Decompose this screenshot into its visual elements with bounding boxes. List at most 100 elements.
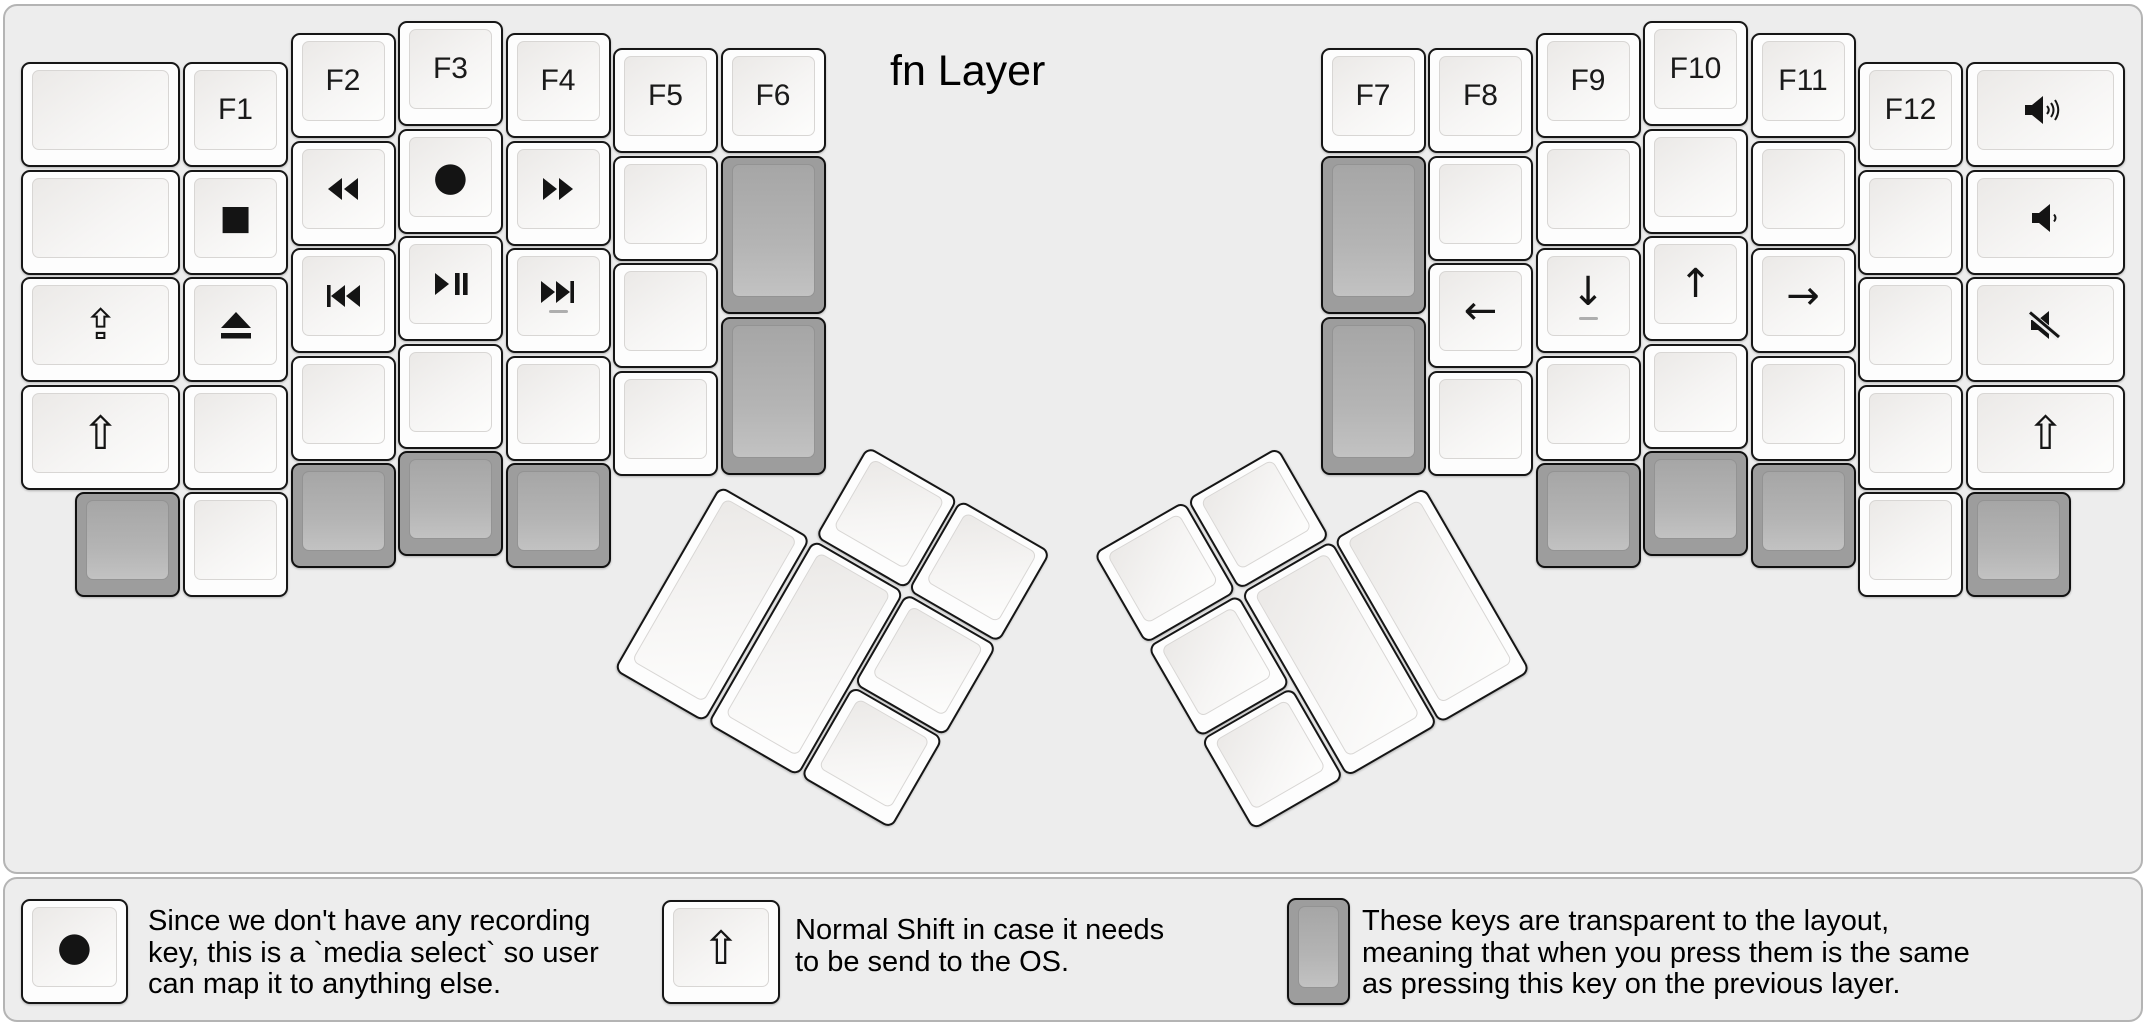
keycap-surface (1654, 459, 1737, 539)
key-transparent[interactable] (75, 492, 180, 597)
key-arrow-up[interactable]: ↑ (1643, 236, 1748, 341)
keycap-surface (301, 471, 385, 551)
keycap-surface (1761, 471, 1845, 551)
key-blank[interactable] (1535, 140, 1641, 246)
keycap-surface (731, 324, 815, 458)
key-blank[interactable] (1643, 343, 1748, 449)
key-transparent[interactable] (720, 155, 826, 314)
key-f10[interactable]: F10 (1643, 21, 1748, 126)
key-transparent[interactable] (1750, 463, 1856, 568)
key-blank[interactable] (1858, 169, 1963, 275)
key-legend-text: F4 (540, 64, 576, 97)
key-arrow-left[interactable]: ← (1428, 263, 1533, 368)
key-f9[interactable]: F9 (1535, 33, 1641, 138)
keycap-surface: → (1761, 256, 1845, 336)
key-blank[interactable] (183, 384, 288, 490)
keycap-surface: F7 (1331, 56, 1415, 136)
key-f7[interactable]: F7 (1320, 48, 1426, 153)
key-blank[interactable] (613, 263, 718, 368)
key-f12[interactable]: F12 (1858, 62, 1963, 167)
key-blank[interactable] (1858, 492, 1963, 597)
legend-key-record[interactable]: ● (21, 899, 128, 1004)
key-f11[interactable]: F11 (1750, 33, 1856, 138)
key-transparent[interactable] (1966, 492, 2071, 597)
keycap-surface: ⇧ (1977, 392, 2114, 473)
key-record[interactable]: ● (398, 128, 503, 234)
key-blank[interactable] (21, 169, 180, 275)
key-play-pause[interactable] (398, 236, 503, 341)
key-transparent[interactable] (290, 463, 396, 568)
key-blank[interactable] (1643, 128, 1748, 234)
key-f1[interactable]: F1 (183, 62, 288, 167)
key-shift-left[interactable]: ⇧ (21, 384, 180, 490)
legend-line: can map it to anything else. (148, 968, 502, 1000)
keycap-surface: F2 (301, 41, 385, 121)
keycap-surface: ● (409, 136, 492, 217)
key-f4[interactable]: F4 (505, 33, 611, 138)
key-blank[interactable] (1428, 370, 1533, 476)
key-blank[interactable] (1750, 355, 1856, 461)
key-blank[interactable] (1428, 155, 1533, 261)
key-next-track[interactable] (505, 248, 611, 353)
key-transparent[interactable] (1643, 451, 1748, 556)
keycap-surface (1761, 363, 1845, 444)
keycap-surface (1977, 500, 2060, 580)
capslock-icon: ⇪ (82, 300, 119, 349)
key-eject[interactable] (183, 277, 288, 382)
key-transparent[interactable] (398, 451, 503, 556)
key-volume-down[interactable] (1966, 169, 2125, 275)
prev-icon (324, 283, 362, 309)
key-blank[interactable] (613, 155, 718, 261)
key-transparent[interactable] (720, 316, 826, 475)
key-transparent[interactable] (1535, 463, 1641, 568)
legend-key-transparent[interactable] (1287, 898, 1350, 1005)
shift-icon: ⇧ (81, 405, 120, 460)
key-blank[interactable] (1858, 277, 1963, 382)
key-fast-forward[interactable] (505, 140, 611, 246)
key-volume-up[interactable] (1966, 62, 2125, 167)
rewind-icon (325, 176, 361, 202)
key-blank[interactable] (21, 62, 180, 167)
key-mute[interactable] (1966, 277, 2125, 382)
key-prev-track[interactable] (290, 248, 396, 353)
key-blank[interactable] (1535, 355, 1641, 461)
key-rewind[interactable] (290, 140, 396, 246)
keycap-surface: F3 (409, 29, 492, 109)
underscore-legend (1578, 317, 1598, 320)
key-arrow-down[interactable]: ↓ (1535, 248, 1641, 353)
key-f3[interactable]: F3 (398, 21, 503, 126)
key-blank[interactable] (183, 492, 288, 597)
key-transparent[interactable] (1320, 316, 1426, 475)
key-legend-text: F6 (755, 79, 791, 112)
key-f2[interactable]: F2 (290, 33, 396, 138)
key-stop[interactable]: ■ (183, 169, 288, 275)
key-transparent[interactable] (1320, 155, 1426, 314)
key-blank[interactable] (1750, 140, 1856, 246)
vol-up-icon (2023, 94, 2069, 126)
keycap-surface (1439, 378, 1522, 459)
key-f8[interactable]: F8 (1428, 48, 1533, 153)
keycap-surface: ↓ (1546, 256, 1630, 336)
legend-key-shift[interactable]: ⇧ (662, 900, 780, 1004)
key-arrow-right[interactable]: → (1750, 248, 1856, 353)
key-caps-lock[interactable]: ⇪ (21, 277, 180, 382)
keycap-surface (194, 285, 277, 365)
key-blank[interactable] (613, 370, 718, 476)
key-blank[interactable] (290, 355, 396, 461)
keycap-surface (516, 148, 600, 229)
stop-icon: ■ (219, 197, 252, 238)
legend-line: meaning that when you press them is the … (1362, 936, 1970, 969)
key-blank[interactable] (1858, 384, 1963, 490)
key-blank[interactable] (398, 343, 503, 449)
key-blank[interactable] (505, 355, 611, 461)
keycap-surface (1869, 177, 1952, 258)
key-transparent[interactable] (505, 463, 611, 568)
key-shift-right[interactable]: ⇧ (1966, 384, 2125, 490)
keycap-surface (409, 351, 492, 432)
keycap-surface (1439, 163, 1522, 244)
key-legend-text: F8 (1462, 79, 1498, 112)
key-f6[interactable]: F6 (720, 48, 826, 153)
key-f5[interactable]: F5 (613, 48, 718, 153)
keycap-surface: F11 (1761, 41, 1845, 121)
